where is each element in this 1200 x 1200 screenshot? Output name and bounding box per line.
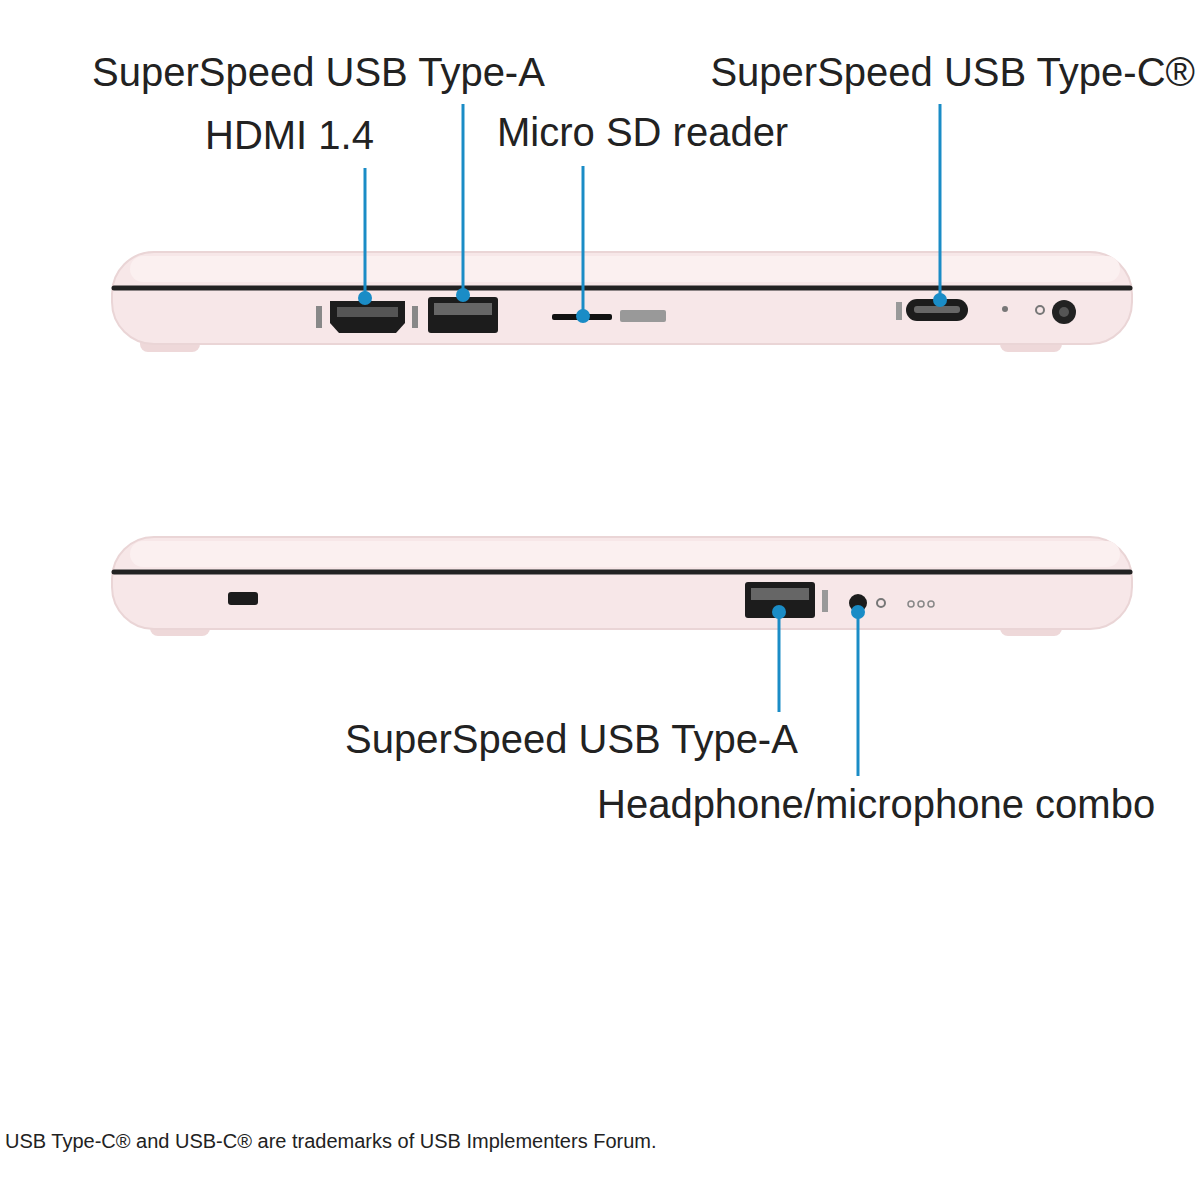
usb-a-port bbox=[428, 297, 498, 333]
leader-dot bbox=[772, 605, 786, 619]
leader-line bbox=[857, 612, 860, 776]
leader-line bbox=[582, 166, 585, 316]
status-led bbox=[908, 601, 914, 607]
laptop-side-view bbox=[112, 252, 1132, 352]
leader-line bbox=[462, 104, 465, 295]
leader-dot bbox=[851, 605, 865, 619]
lid-seam bbox=[114, 286, 1130, 291]
headset-icon bbox=[877, 599, 885, 607]
status-led bbox=[1002, 306, 1008, 312]
usb-a-port bbox=[745, 582, 815, 618]
microsd-logo bbox=[620, 310, 666, 322]
leader-line bbox=[778, 612, 781, 712]
laptop-side-view bbox=[112, 537, 1132, 636]
hdmi-port bbox=[330, 301, 405, 333]
lid-highlight bbox=[130, 256, 1120, 282]
power-icon bbox=[1036, 306, 1044, 314]
leader-line bbox=[939, 104, 942, 300]
port-label: SuperSpeed USB Type-C® bbox=[710, 52, 1195, 92]
status-led bbox=[918, 601, 924, 607]
hdmi-port-inner bbox=[337, 307, 398, 317]
power-jack-pin bbox=[1059, 307, 1069, 317]
leader-dot bbox=[576, 309, 590, 323]
port-icon bbox=[412, 306, 418, 328]
port-label: Headphone/microphone combo bbox=[597, 784, 1155, 824]
port-icon bbox=[896, 302, 902, 320]
laptop-body bbox=[112, 537, 1132, 629]
leader-dot bbox=[358, 291, 372, 305]
port-label: Micro SD reader bbox=[497, 112, 788, 152]
usb-a-tongue bbox=[751, 588, 809, 600]
usb-c-tongue bbox=[914, 306, 960, 313]
power-jack bbox=[1052, 300, 1076, 324]
laptop-body bbox=[112, 252, 1132, 344]
port-icon bbox=[822, 590, 828, 612]
leader-dot bbox=[933, 293, 947, 307]
leader-line bbox=[364, 168, 367, 298]
trademark-note: USB Type-C® and USB-C® are trademarks of… bbox=[5, 1131, 657, 1151]
lid-highlight bbox=[130, 541, 1120, 567]
usb-a-tongue bbox=[434, 303, 492, 315]
status-led bbox=[928, 601, 934, 607]
port-label: HDMI 1.4 bbox=[205, 115, 374, 155]
port-icon bbox=[316, 306, 322, 328]
leader-lines bbox=[358, 104, 947, 776]
port-label: SuperSpeed USB Type-A bbox=[92, 52, 545, 92]
lock-slot bbox=[228, 592, 258, 605]
lid-seam bbox=[114, 570, 1130, 575]
port-label: SuperSpeed USB Type-A bbox=[345, 719, 798, 759]
leader-dot bbox=[456, 288, 470, 302]
